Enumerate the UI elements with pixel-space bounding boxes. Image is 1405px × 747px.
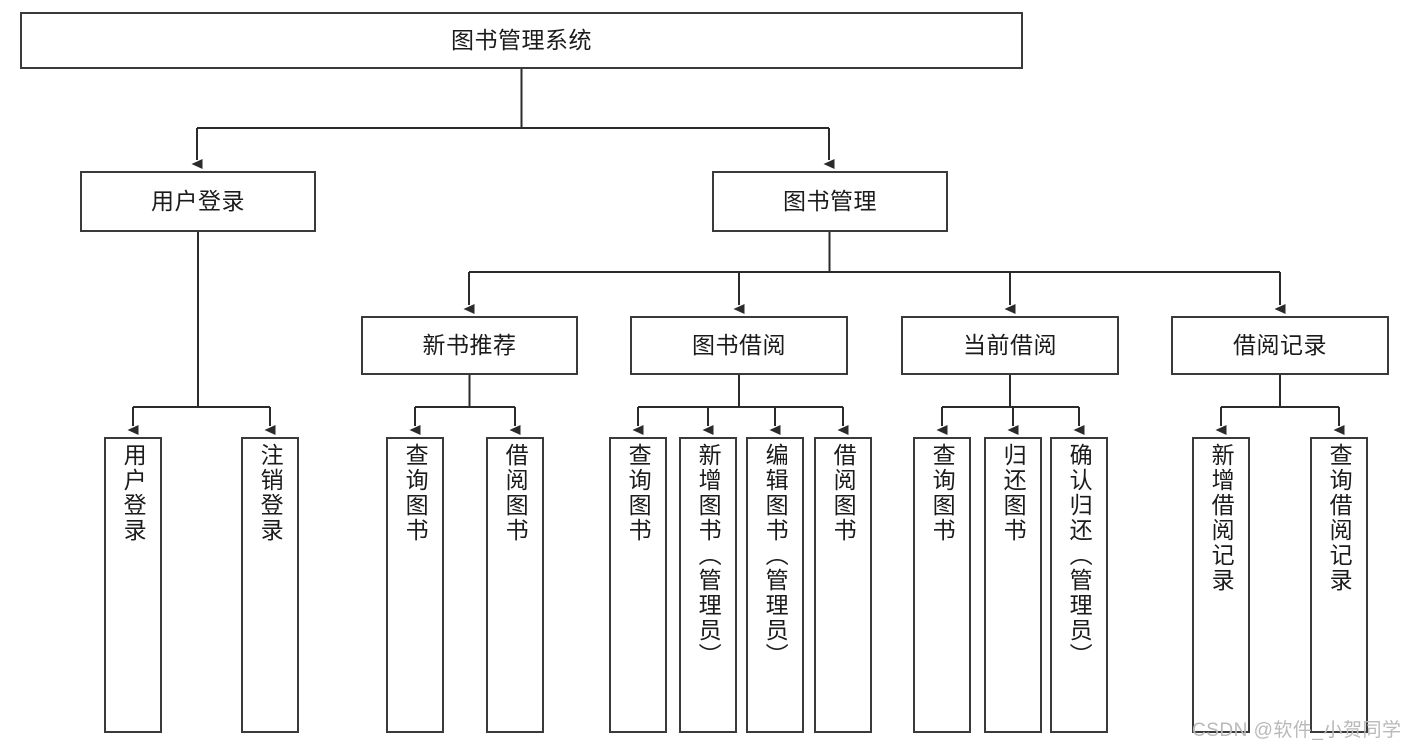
node-label: 新增借阅记录 <box>1208 443 1235 593</box>
leaf-add-book-admin[interactable]: 新增图书（管理员） <box>679 437 737 733</box>
node-label: 图书借阅 <box>692 331 786 358</box>
leaf-borrow-book[interactable]: 借阅图书 <box>814 437 872 733</box>
node-label: 查询图书 <box>625 443 652 543</box>
node-label: 用户登录 <box>151 187 245 214</box>
node-label: 用户登录 <box>120 443 147 543</box>
node-label: 借阅记录 <box>1233 331 1327 358</box>
node-label: 注销登录 <box>257 443 284 543</box>
leaf-edit-book-admin[interactable]: 编辑图书（管理员） <box>746 437 804 733</box>
leaf-confirm-return-admin[interactable]: 确认归还（管理员） <box>1050 437 1108 733</box>
node-label: 编辑图书（管理员） <box>762 443 789 668</box>
node-label: 确认归还（管理员） <box>1066 443 1093 668</box>
leaf-return-book[interactable]: 归还图书 <box>984 437 1042 733</box>
node-label: 借阅图书 <box>830 443 857 543</box>
leaf-logout[interactable]: 注销登录 <box>241 437 299 733</box>
node-book-management[interactable]: 图书管理 <box>712 171 948 232</box>
node-new-book-recommend[interactable]: 新书推荐 <box>361 316 578 375</box>
node-label: 新书推荐 <box>422 331 517 358</box>
leaf-user-login[interactable]: 用户登录 <box>104 437 162 733</box>
node-borrow-record[interactable]: 借阅记录 <box>1171 316 1389 375</box>
node-label: 图书管理系统 <box>451 26 592 53</box>
leaf-query-book-current[interactable]: 查询图书 <box>913 437 971 733</box>
node-book-borrow[interactable]: 图书借阅 <box>630 316 848 375</box>
node-root-system[interactable]: 图书管理系统 <box>20 12 1023 69</box>
leaf-query-book-recommend[interactable]: 查询图书 <box>386 437 444 733</box>
node-label: 新增图书（管理员） <box>695 443 722 668</box>
node-user-login[interactable]: 用户登录 <box>80 171 316 232</box>
leaf-query-book-borrow[interactable]: 查询图书 <box>609 437 667 733</box>
node-label: 查询图书 <box>929 443 956 543</box>
node-label: 查询借阅记录 <box>1326 443 1353 593</box>
leaf-query-borrow-record[interactable]: 查询借阅记录 <box>1310 437 1368 733</box>
node-label: 归还图书 <box>1000 443 1027 543</box>
node-current-borrow[interactable]: 当前借阅 <box>901 316 1119 375</box>
node-label: 查询图书 <box>402 443 429 543</box>
node-label: 当前借阅 <box>963 331 1057 358</box>
leaf-add-borrow-record[interactable]: 新增借阅记录 <box>1192 437 1250 733</box>
node-label: 借阅图书 <box>502 443 529 543</box>
node-label: 图书管理 <box>783 187 877 214</box>
leaf-borrow-book-recommend[interactable]: 借阅图书 <box>486 437 544 733</box>
